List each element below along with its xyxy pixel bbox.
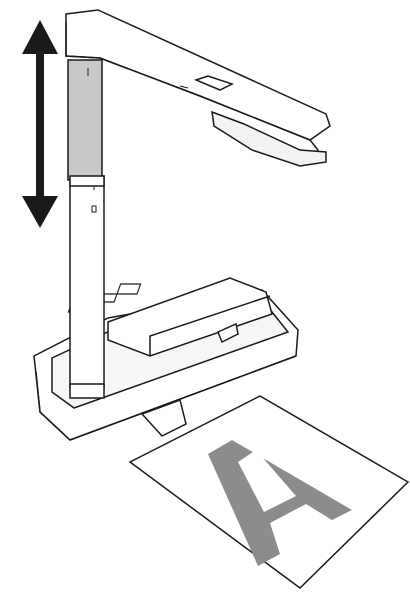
document-sheet: [128, 395, 410, 589]
camera-arm-upper: [67, 59, 105, 187]
camera-head-top: [65, 9, 331, 141]
camera-lens-housing: [211, 110, 327, 167]
base-shadow: [140, 399, 187, 437]
camera-head: [65, 9, 331, 167]
camera-arm-lower: [69, 175, 105, 399]
height-adjust-arrow-icon: [22, 20, 58, 228]
base-control-panel: [107, 277, 273, 357]
letter-a-graphic: [208, 440, 352, 566]
